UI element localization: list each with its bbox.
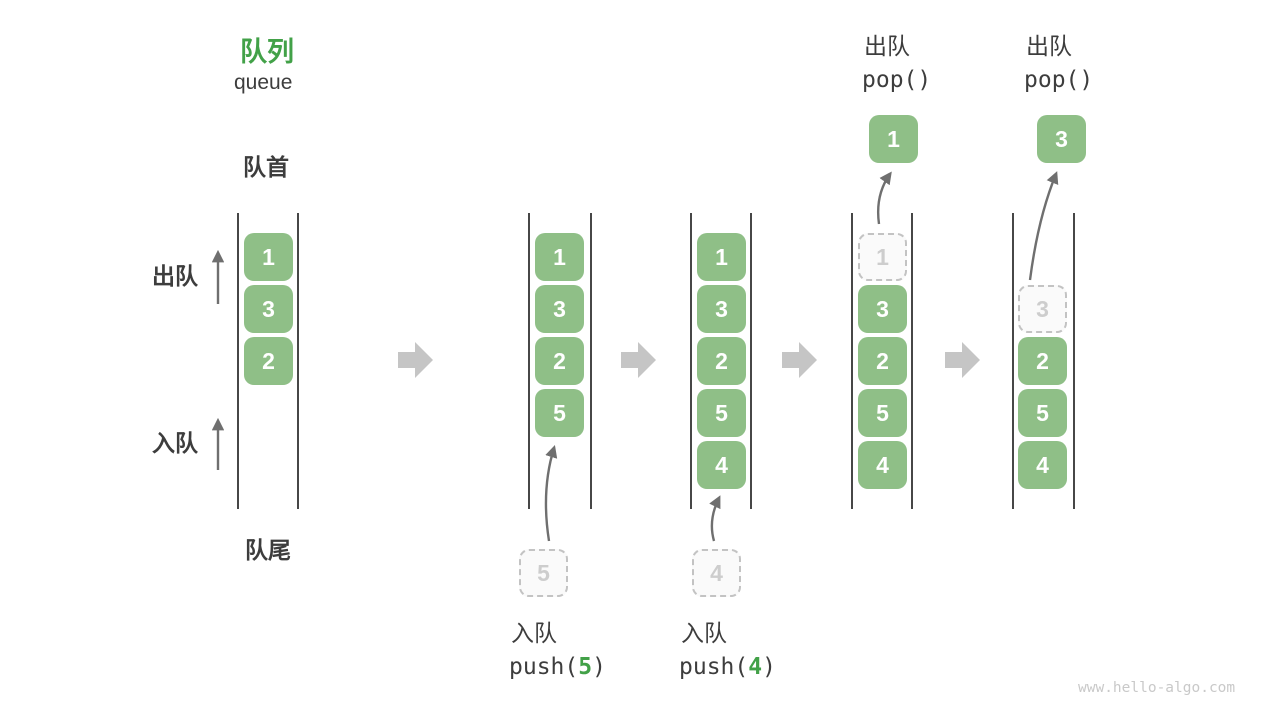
queue-item: 3 [244,285,293,333]
queue-wall-right [750,213,752,509]
page-subtitle: queue [234,71,293,94]
queue-item: 5 [858,389,907,437]
queue-item: 5 [535,389,584,437]
queue-item: 2 [858,337,907,385]
queue-item: 4 [858,441,907,489]
push5-operation-code: push(5) [509,654,606,680]
watermark: www.hello-algo.com [1078,680,1236,696]
label-queue-front: 队首 [243,154,289,180]
queue-wall-left [690,213,692,509]
incoming-item-box: 5 [519,549,568,597]
code-fn: push( [679,654,749,680]
queue-wall-left [1012,213,1014,509]
queue-item: 2 [535,337,584,385]
code-fn: push( [509,654,579,680]
transition-arrow-icon [398,342,433,378]
code-arg: 5 [578,654,593,680]
queue-item: 3 [535,285,584,333]
queue-wall-right [297,213,299,509]
dashed-removed-slot: 1 [858,233,907,281]
pop-first-operation-code: pop() [862,67,932,93]
push4-arrow-icon [709,495,721,542]
code-close: ) [592,654,606,680]
push4-operation-code: push(4) [679,654,776,680]
popped-item-box: 3 [1037,115,1086,163]
pop-first-operation-label: 出队 [864,33,910,59]
transition-arrow-icon [782,342,817,378]
queue-wall-left [851,213,853,509]
label-dequeue: 出队 [152,263,198,289]
push5-operation-label: 入队 [511,620,557,646]
push4-operation-label: 入队 [681,620,727,646]
queue-item: 4 [1018,441,1067,489]
transition-arrow-icon [621,342,656,378]
page-title: 队列 [240,37,294,67]
queue-item: 1 [244,233,293,281]
queue-wall-left [528,213,530,509]
code-arg: 4 [748,654,763,680]
dashed-removed-slot: 3 [1018,285,1067,333]
queue-wall-right [590,213,592,509]
queue-item: 4 [697,441,746,489]
queue-item: 1 [535,233,584,281]
queue-item: 1 [697,233,746,281]
pop3-arrow-icon [1028,171,1059,281]
queue-item: 2 [244,337,293,385]
queue-item: 5 [697,389,746,437]
queue-wall-left [237,213,239,509]
queue-item: 5 [1018,389,1067,437]
queue-wall-right [911,213,913,509]
transition-arrow-icon [945,342,980,378]
queue-wall-right [1073,213,1075,509]
code-close: ) [762,654,776,680]
pop-second-operation-code: pop() [1024,67,1094,93]
queue-item: 3 [858,285,907,333]
incoming-item-box: 4 [692,549,741,597]
queue-item: 2 [697,337,746,385]
push5-arrow-icon [544,445,558,542]
queue-item: 3 [697,285,746,333]
label-enqueue: 入队 [152,430,198,456]
label-queue-rear: 队尾 [245,537,291,563]
pop-second-operation-label: 出队 [1026,33,1072,59]
queue-item: 2 [1018,337,1067,385]
pop1-arrow-icon [876,171,892,225]
popped-item-box: 1 [869,115,918,163]
